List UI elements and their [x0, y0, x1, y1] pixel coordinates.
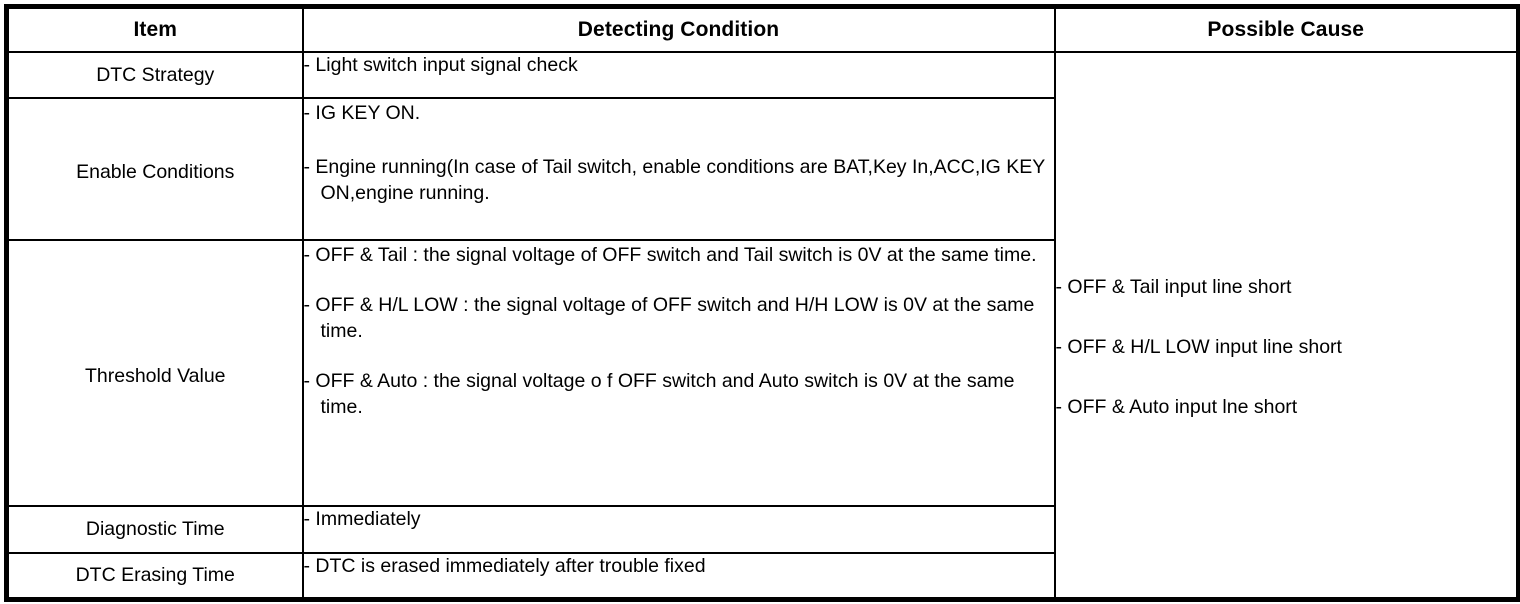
table-row: DTC Erasing Time - DTC is erased immedia… — [5, 552, 1519, 600]
header-row: Item Detecting Condition Possible Cause — [5, 5, 1520, 53]
table-body: DTC Strategy - Light switch input signal… — [5, 51, 1520, 600]
dash-bullet: - — [303, 508, 311, 530]
condition-line: - OFF & Tail : the signal voltage of OFF… — [304, 243, 1054, 269]
possible-cause-line: - OFF & Tail input line short — [1056, 275, 1517, 301]
condition-list: - OFF & Tail : the signal voltage of OFF… — [304, 241, 1054, 421]
condition-cell-enable-conditions: - IG KEY ON. - Engine running(In case of… — [301, 97, 1056, 241]
list-item: - Engine running(In case of Tail switch,… — [304, 155, 1054, 207]
possible-cause-text: OFF & Tail input line short — [1067, 276, 1292, 298]
item-label: Enable Conditions — [76, 161, 235, 183]
condition-text: Light switch input signal check — [315, 54, 578, 76]
item-label: Diagnostic Time — [85, 518, 225, 540]
table-row: Enable Conditions - IG KEY ON. - Engine … — [5, 97, 1519, 241]
column-header-item: Item — [5, 5, 304, 53]
list-item: - Immediately — [304, 507, 1054, 533]
dtc-table-sheet: Item Detecting Condition Possible Cause … — [0, 4, 1520, 604]
condition-cell-threshold-value: - OFF & Tail : the signal voltage of OFF… — [301, 239, 1056, 507]
condition-text: DTC is erased immediately after trouble … — [315, 555, 706, 577]
dash-bullet: - — [1055, 395, 1063, 418]
row-label-enable-conditions: Enable Conditions — [5, 97, 304, 241]
table-header: Item Detecting Condition Possible Cause — [5, 5, 1520, 53]
list-item: - OFF & Auto : the signal voltage o f OF… — [304, 369, 1054, 421]
condition-text: IG KEY ON. — [315, 102, 421, 124]
condition-line: - IG KEY ON. — [304, 101, 1054, 127]
dash-bullet: - — [303, 244, 311, 266]
dash-bullet: - — [1055, 276, 1063, 298]
condition-list: - Immediately — [304, 507, 1054, 533]
condition-line: - OFF & H/L LOW : the signal voltage of … — [304, 293, 1054, 345]
list-item: - OFF & Tail input line short — [1056, 275, 1517, 301]
possible-cause-text: OFF & H/L LOW input line short — [1067, 335, 1342, 358]
condition-list: - DTC is erased immediately after troubl… — [304, 554, 1054, 580]
table-row: DTC Strategy - Light switch input signal… — [5, 51, 1520, 600]
condition-line: - OFF & Auto : the signal voltage o f OF… — [304, 369, 1054, 421]
dash-bullet: - — [1055, 335, 1063, 358]
dash-bullet: - — [303, 369, 311, 392]
row-label-threshold-value: Threshold Value — [5, 239, 304, 507]
condition-line: - Engine running(In case of Tail switch,… — [304, 155, 1054, 207]
item-label: Threshold Value — [84, 365, 226, 387]
condition-text: OFF & Auto : the signal voltage o f OFF … — [315, 369, 1015, 418]
list-item: - OFF & H/L LOW : the signal voltage of … — [304, 293, 1054, 345]
table-row: Diagnostic Time - Immediately — [5, 505, 1519, 554]
list-item: - IG KEY ON. — [304, 101, 1054, 127]
row-label-diagnostic-time: Diagnostic Time — [5, 505, 304, 554]
condition-list: - Light switch input signal check — [304, 53, 1054, 79]
dash-bullet: - — [303, 293, 311, 316]
dash-bullet: - — [303, 54, 311, 76]
list-item: - OFF & Tail : the signal voltage of OFF… — [304, 243, 1054, 269]
dash-bullet: - — [303, 555, 311, 577]
spacer — [1056, 361, 1517, 395]
spacer — [304, 269, 1054, 293]
possible-cause-cell: - OFF & Tail input line short - OFF & H/… — [1053, 51, 1520, 600]
table-row: Threshold Value - OFF & Tail : the signa… — [5, 239, 1519, 507]
condition-text: OFF & H/L LOW : the signal voltage of OF… — [315, 293, 1035, 342]
column-header-detecting-condition: Detecting Condition — [301, 5, 1056, 53]
condition-line: - DTC is erased immediately after troubl… — [304, 554, 1054, 580]
list-item: - Light switch input signal check — [304, 53, 1054, 79]
condition-list: - IG KEY ON. - Engine running(In case of… — [304, 99, 1054, 207]
condition-cell-diagnostic-time: - Immediately — [301, 505, 1056, 554]
dash-bullet: - — [303, 102, 311, 124]
dash-bullet: - — [303, 155, 311, 178]
spacer — [304, 345, 1054, 369]
list-item: - OFF & Auto input lne short — [1056, 395, 1517, 421]
condition-text: OFF & Tail : the signal voltage of OFF s… — [315, 244, 1037, 266]
list-item: - DTC is erased immediately after troubl… — [304, 554, 1054, 580]
condition-text: Immediately — [315, 508, 421, 530]
possible-cause-list: - OFF & Tail input line short - OFF & H/… — [1056, 267, 1517, 421]
cause-top-spacer — [1056, 53, 1517, 267]
condition-line: - Light switch input signal check — [304, 53, 1054, 79]
row-label-dtc-erasing-time: DTC Erasing Time — [5, 552, 304, 600]
condition-line: - Immediately — [304, 507, 1054, 533]
column-header-possible-cause: Possible Cause — [1053, 5, 1520, 53]
spacer — [1056, 301, 1517, 335]
possible-cause-text: OFF & Auto input lne short — [1067, 395, 1298, 418]
row-label-dtc-strategy: DTC Strategy — [5, 51, 304, 99]
possible-cause-line: - OFF & Auto input lne short — [1056, 395, 1517, 421]
list-item: - OFF & H/L LOW input line short — [1056, 335, 1517, 361]
possible-cause-line: - OFF & H/L LOW input line short — [1056, 335, 1517, 361]
condition-text: Engine running(In case of Tail switch, e… — [315, 155, 1045, 204]
spacer — [304, 127, 1054, 155]
item-label: DTC Strategy — [96, 63, 215, 86]
item-label: DTC Erasing Time — [75, 563, 235, 586]
dtc-diagnostic-table: Item Detecting Condition Possible Cause … — [4, 4, 1520, 602]
condition-cell-dtc-strategy: - Light switch input signal check — [301, 51, 1056, 99]
condition-cell-dtc-erasing-time: - DTC is erased immediately after troubl… — [301, 552, 1056, 600]
